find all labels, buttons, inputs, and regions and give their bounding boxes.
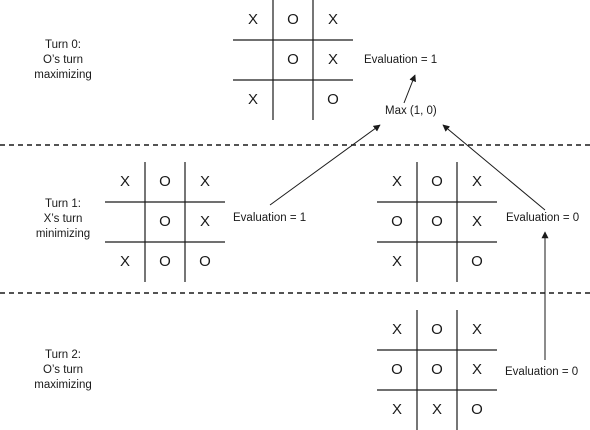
turn-1-left-board: X O X O X X O O	[105, 162, 225, 282]
board-cell: O	[431, 321, 443, 338]
board-cell	[233, 40, 273, 80]
board-cell: O	[199, 253, 211, 270]
board-cell: X	[119, 173, 130, 190]
board-cell: X	[471, 361, 482, 378]
turn-2-label: Turn 2: O’s turn maximizing	[34, 349, 92, 391]
arrow-left-to-max	[269, 124, 381, 206]
board-grid	[105, 162, 225, 282]
board-cell: X	[327, 51, 338, 68]
turn-0-label: Turn 0: O’s turn maximizing	[34, 39, 92, 81]
board-cell: O	[159, 173, 171, 190]
arrow-right-to-max	[442, 124, 546, 211]
board-cell	[105, 202, 145, 242]
root-evaluation-label: Evaluation = 1	[364, 54, 438, 66]
board-cell: O	[471, 401, 483, 418]
board-cell	[417, 242, 457, 282]
board-cell: X	[471, 173, 482, 190]
board-cell: X	[119, 253, 130, 270]
turn-2-board: X O X O O X X X O	[377, 310, 497, 430]
right-evaluation-label: Evaluation = 0	[506, 212, 580, 224]
board-grid	[377, 162, 497, 282]
board-cell: O	[431, 361, 443, 378]
board-cell: X	[391, 253, 402, 270]
board-cell: O	[327, 91, 339, 108]
board-cell: X	[471, 321, 482, 338]
left-evaluation-label: Evaluation = 1	[233, 212, 307, 224]
turn-1-right-board: X O X O O X X O	[377, 162, 497, 282]
board-cell: X	[247, 91, 258, 108]
max-label: Max (1, 0)	[385, 105, 437, 117]
board-cell: O	[391, 361, 403, 378]
board-cell: X	[199, 213, 210, 230]
board-cell: O	[287, 51, 299, 68]
board-cell: X	[247, 11, 258, 28]
board-cell: X	[391, 321, 402, 338]
arrow-max-to-root-eval	[403, 74, 416, 104]
board-cell: O	[431, 213, 443, 230]
board-cell: X	[199, 173, 210, 190]
board-cell: O	[471, 253, 483, 270]
board-cell: X	[471, 213, 482, 230]
board-grid	[377, 310, 497, 430]
root-board: X O X O X X O	[233, 0, 353, 120]
leaf-evaluation-label: Evaluation = 0	[505, 366, 579, 378]
board-grid	[233, 0, 353, 120]
board-cell: X	[391, 173, 402, 190]
board-cell: O	[159, 213, 171, 230]
board-cell: O	[391, 213, 403, 230]
board-cell: X	[431, 401, 442, 418]
board-cell: O	[287, 11, 299, 28]
board-cell: O	[159, 253, 171, 270]
board-cell: X	[327, 11, 338, 28]
board-cell: O	[431, 173, 443, 190]
turn-1-label: Turn 1: X’s turn minimizing	[35, 198, 91, 240]
board-cell	[273, 80, 313, 120]
board-cell: X	[391, 401, 402, 418]
